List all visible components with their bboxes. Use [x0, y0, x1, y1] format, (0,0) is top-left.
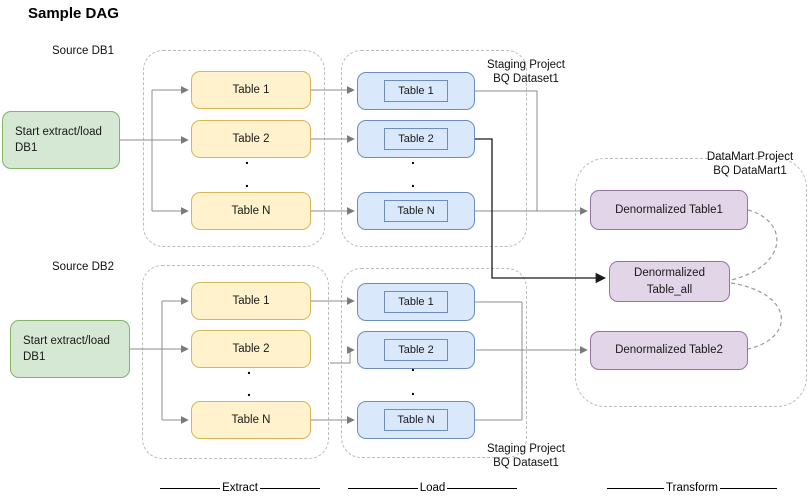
- stage-extract-label: Extract: [222, 482, 258, 494]
- datamart-label: DataMart Project BQ DataMart1: [706, 151, 794, 177]
- stage-transform-label: Transform: [666, 482, 718, 494]
- datamart-group: [575, 158, 807, 407]
- load-db2-table2-inner: Table 2: [384, 339, 448, 361]
- denormalized-table-all-node: Denormalized Table_all: [609, 261, 730, 302]
- rule-line: [447, 487, 517, 489]
- ellipsis-dot: .: [245, 174, 249, 190]
- ellipsis-dot: .: [247, 383, 251, 399]
- staging-label-db1: Staging Project BQ Dataset1: [487, 59, 565, 85]
- extract-group-db2: [142, 265, 329, 459]
- load-db2-table2: Table 2: [357, 331, 475, 369]
- rule-line: [348, 487, 418, 489]
- rule-line: [160, 487, 221, 489]
- extract-db1-table2: Table 2: [191, 120, 311, 158]
- stage-extract: Extract: [160, 481, 321, 495]
- load-db2-table1-inner: Table 1: [384, 291, 448, 313]
- denormalized-table1-node: Denormalized Table1: [590, 190, 748, 230]
- rule-line: [259, 487, 321, 489]
- stage-load-label: Load: [419, 482, 446, 494]
- ellipsis-dot: .: [245, 151, 249, 167]
- stage-transform: Transform: [607, 481, 778, 495]
- ellipsis-dot: .: [411, 358, 415, 374]
- ellipsis-dot: .: [247, 361, 251, 377]
- extract-group-db1: [143, 50, 325, 247]
- start-node-db1: Start extract/load DB1: [2, 111, 120, 169]
- extract-db1-table1: Table 1: [191, 71, 311, 109]
- ellipsis-dot: .: [411, 151, 415, 167]
- load-db1-table2-inner: Table 2: [384, 128, 448, 150]
- extract-db2-table1: Table 1: [191, 282, 311, 320]
- start-node-db2: Start extract/load DB1: [10, 320, 130, 378]
- extract-db2-tableN: Table N: [191, 401, 311, 439]
- page-title: Sample DAG: [28, 5, 119, 22]
- load-db1-table1: Table 1: [357, 72, 475, 110]
- load-db2-table1: Table 1: [357, 283, 475, 321]
- load-db2-tableN: Table N: [357, 401, 475, 439]
- load-db1-table2: Table 2: [357, 120, 475, 158]
- source2-label: Source DB2: [52, 261, 115, 273]
- rule-line: [607, 487, 665, 489]
- staging-label-db2: Staging Project BQ Dataset1: [487, 443, 565, 469]
- load-db1-tableN: Table N: [357, 192, 475, 230]
- ellipsis-dot: .: [411, 174, 415, 190]
- ellipsis-dot: .: [411, 382, 415, 398]
- stage-load: Load: [348, 481, 517, 495]
- load-db1-tableN-inner: Table N: [384, 200, 448, 222]
- load-db1-table1-inner: Table 1: [384, 80, 448, 102]
- load-db2-tableN-inner: Table N: [384, 409, 448, 431]
- denormalized-table2-node: Denormalized Table2: [590, 331, 748, 370]
- source1-label: Source DB1: [52, 45, 115, 57]
- extract-db2-table2: Table 2: [191, 330, 311, 368]
- rule-line: [720, 487, 778, 489]
- extract-db1-tableN: Table N: [191, 192, 311, 230]
